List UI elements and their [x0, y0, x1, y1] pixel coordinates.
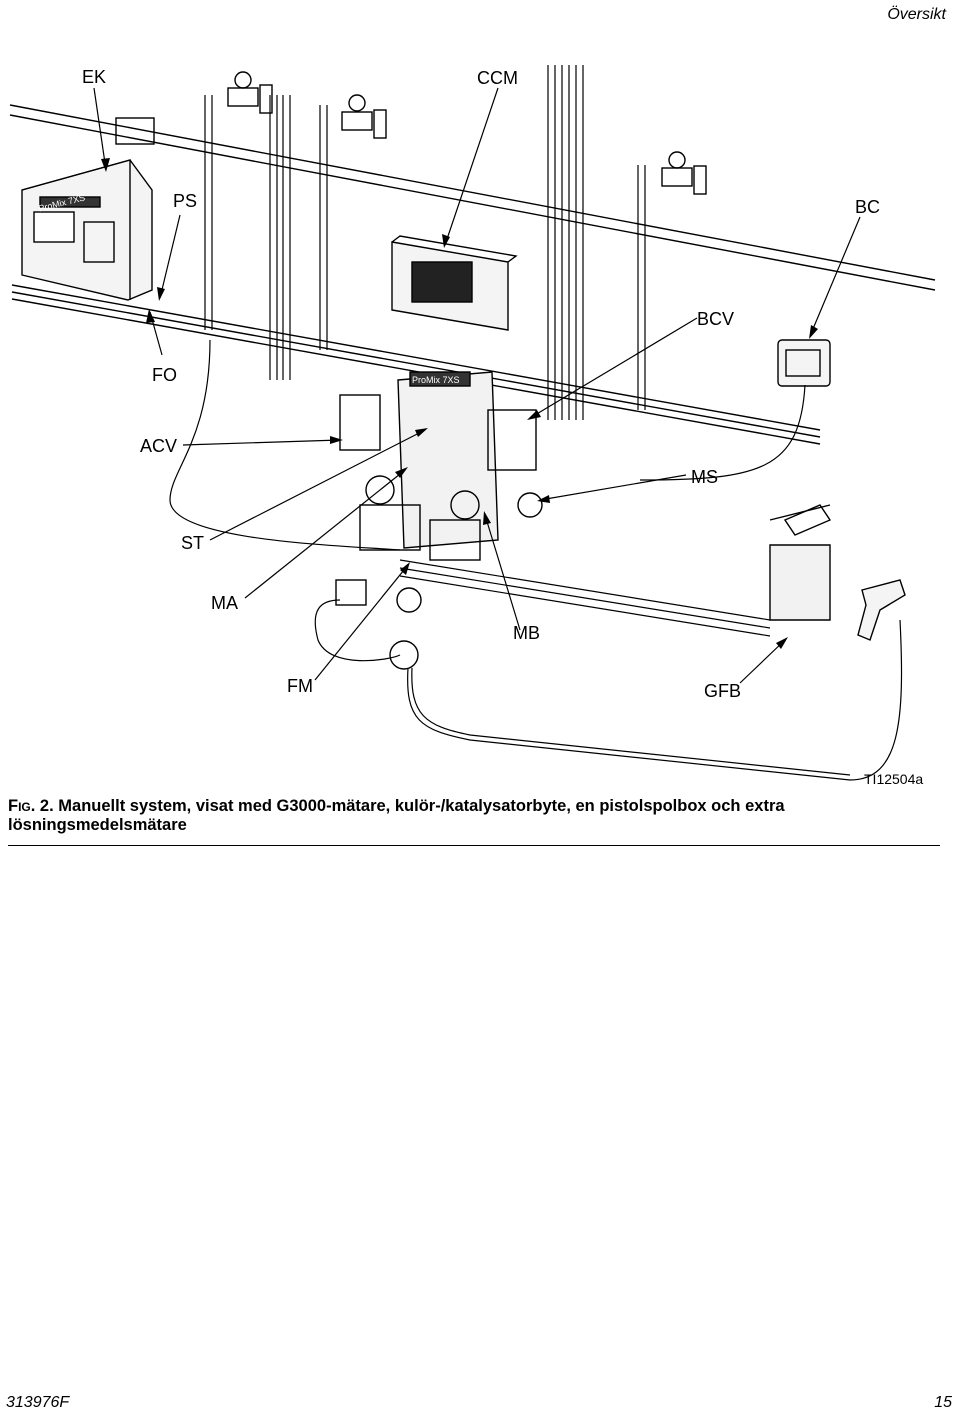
- caption-prefix-ig: IG: [18, 800, 31, 814]
- label-st: ST: [181, 533, 205, 553]
- arrow-heads: [101, 158, 818, 649]
- air-regulators: [115, 71, 707, 195]
- caption-prefix-f: F: [8, 797, 19, 815]
- label-ek: EK: [82, 67, 107, 87]
- ccm-box: [391, 235, 518, 331]
- label-mb: MB: [513, 623, 540, 643]
- label-ps: PS: [173, 191, 198, 211]
- system-illustration: [9, 65, 936, 781]
- booth-control: [777, 339, 831, 387]
- mix-manifold: [339, 371, 543, 561]
- label-ms: MS: [691, 467, 718, 487]
- label-gfb: GFB: [704, 681, 742, 701]
- figure-caption: FIG. 2. Manuellt system, visat med G3000…: [8, 797, 938, 834]
- label-fo: FO: [152, 365, 177, 385]
- gun-flush-box: [769, 504, 832, 621]
- manifold-brand-label: ProMix 7XS: [412, 375, 460, 385]
- caption-number: . 2.: [30, 797, 54, 815]
- fluid-meter: [335, 579, 422, 670]
- section-title: Översikt: [887, 6, 946, 23]
- controller-box: [21, 159, 153, 301]
- figure-id: TI12504a: [864, 771, 924, 787]
- label-bc: BC: [855, 197, 881, 217]
- label-fm: FM: [287, 676, 313, 696]
- hoses: [169, 339, 903, 781]
- caption-text: Manuellt system, visat med G3000-mätare,…: [8, 797, 785, 834]
- page-number: 15: [934, 1394, 952, 1411]
- document-number: 313976F: [6, 1394, 70, 1411]
- label-acv: ACV: [140, 436, 178, 456]
- caption-divider: [8, 845, 940, 846]
- system-diagram: ProMix 7XS ProMix 7XS EK CCM PS BC BCV F…: [0, 40, 960, 800]
- label-ma: MA: [211, 593, 238, 613]
- leader-lines: [93, 87, 861, 684]
- spray-gun: [857, 579, 906, 641]
- label-ccm: CCM: [477, 68, 518, 88]
- vertical-pipes: [204, 65, 646, 420]
- label-bcv: BCV: [697, 309, 735, 329]
